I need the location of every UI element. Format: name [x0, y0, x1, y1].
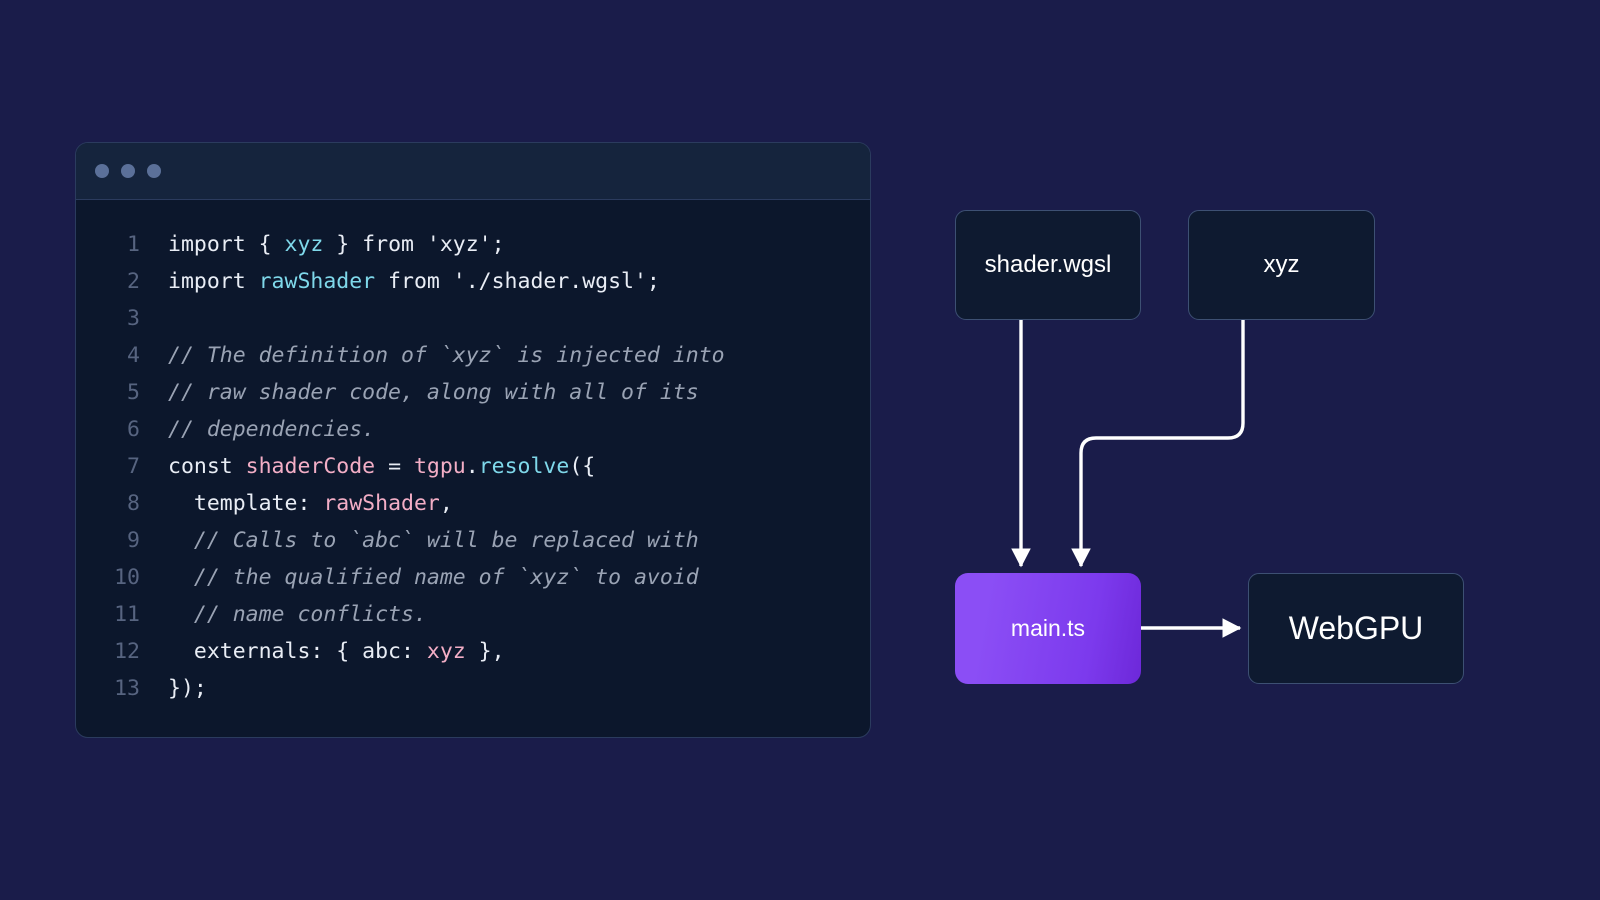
code-line-text: import { xyz } from 'xyz'; — [140, 226, 505, 263]
window-dot-maximize-icon[interactable] — [147, 164, 161, 178]
code-token: ({ — [569, 454, 596, 479]
node-xyz[interactable]: xyz — [1188, 210, 1375, 320]
code-token: . — [465, 454, 479, 479]
line-number: 10 — [114, 565, 140, 590]
code-token: }); — [168, 676, 207, 701]
edge-xyz-to-main — [1071, 320, 1245, 568]
line-number: 4 — [127, 343, 140, 368]
code-line-text: }); — [140, 670, 207, 707]
code-token: xyz — [426, 639, 466, 664]
code-token: externals: { abc: — [168, 639, 427, 664]
code-window-titlebar — [76, 143, 870, 200]
code-token: // Calls to `abc` will be replaced with — [168, 528, 699, 553]
code-token: } from 'xyz'; — [323, 232, 505, 257]
node-webgpu[interactable]: WebGPU — [1248, 573, 1464, 684]
window-controls — [95, 164, 161, 178]
code-line-text: // dependencies. — [140, 411, 375, 448]
code-token: const — [168, 454, 246, 479]
code-token: import — [168, 269, 259, 294]
code-line-text: // The definition of `xyz` is injected i… — [140, 337, 725, 374]
code-token: }, — [465, 639, 505, 664]
code-token: rawShader — [258, 269, 376, 294]
code-line: 12 externals: { abc: xyz }, — [76, 633, 870, 670]
code-line: 6 // dependencies. — [76, 411, 870, 448]
code-token: import { — [168, 232, 285, 257]
line-number: 7 — [127, 454, 140, 479]
line-number: 12 — [114, 639, 140, 664]
code-token: from './shader.wgsl'; — [375, 269, 660, 294]
code-line-text: // name conflicts. — [140, 596, 427, 633]
code-line: 8 template: rawShader, — [76, 485, 870, 522]
code-token: = — [375, 454, 414, 479]
line-number: 5 — [127, 380, 140, 405]
line-number: 8 — [127, 491, 140, 516]
code-line: 13}); — [76, 670, 870, 707]
node-main-ts-label: main.ts — [1010, 615, 1086, 641]
code-token: resolve — [478, 454, 570, 479]
code-token: // dependencies. — [168, 417, 376, 442]
line-number: 1 — [127, 232, 140, 257]
code-token: xyz — [284, 232, 324, 257]
node-xyz-label: xyz — [1263, 251, 1300, 278]
window-dot-minimize-icon[interactable] — [121, 164, 135, 178]
code-line: 10 // the qualified name of `xyz` to avo… — [76, 559, 870, 596]
line-number: 13 — [114, 676, 140, 701]
code-token: // The definition of `xyz` is injected i… — [168, 343, 725, 368]
line-number: 3 — [127, 306, 140, 331]
node-shader-wgsl[interactable]: shader.wgsl — [955, 210, 1141, 320]
code-token: rawShader — [323, 491, 440, 516]
code-token: // raw shader code, along with all of it… — [168, 380, 699, 405]
code-token: template: — [168, 491, 324, 516]
line-number: 2 — [127, 269, 140, 294]
node-shader-wgsl-label: shader.wgsl — [984, 251, 1112, 278]
code-line-text: externals: { abc: xyz }, — [140, 633, 505, 670]
window-dot-close-icon[interactable] — [95, 164, 109, 178]
code-line: 9 // Calls to `abc` will be replaced wit… — [76, 522, 870, 559]
code-line-text: import rawShader from './shader.wgsl'; — [140, 263, 660, 300]
code-token: // the qualified name of `xyz` to avoid — [168, 565, 699, 590]
code-token: shaderCode — [245, 454, 376, 479]
line-number: 11 — [114, 602, 140, 627]
code-line-text: template: rawShader, — [140, 485, 453, 522]
code-line: 3 — [76, 300, 870, 337]
line-number: 9 — [127, 528, 140, 553]
code-line: 11 // name conflicts. — [76, 596, 870, 633]
code-line-text: // Calls to `abc` will be replaced with — [140, 522, 699, 559]
code-line-text: // the qualified name of `xyz` to avoid — [140, 559, 699, 596]
code-line-text: const shaderCode = tgpu.resolve({ — [140, 448, 595, 485]
line-number: 6 — [127, 417, 140, 442]
node-main-ts[interactable]: main.ts — [955, 573, 1141, 684]
code-line: 4 // The definition of `xyz` is injected … — [76, 337, 870, 374]
code-line: 5 // raw shader code, along with all of i… — [76, 374, 870, 411]
code-token: // name conflicts. — [168, 602, 427, 627]
code-token: , — [439, 491, 453, 516]
code-token: tgpu — [413, 454, 466, 479]
node-webgpu-label: WebGPU — [1288, 610, 1424, 646]
code-line-text: // raw shader code, along with all of it… — [140, 374, 699, 411]
